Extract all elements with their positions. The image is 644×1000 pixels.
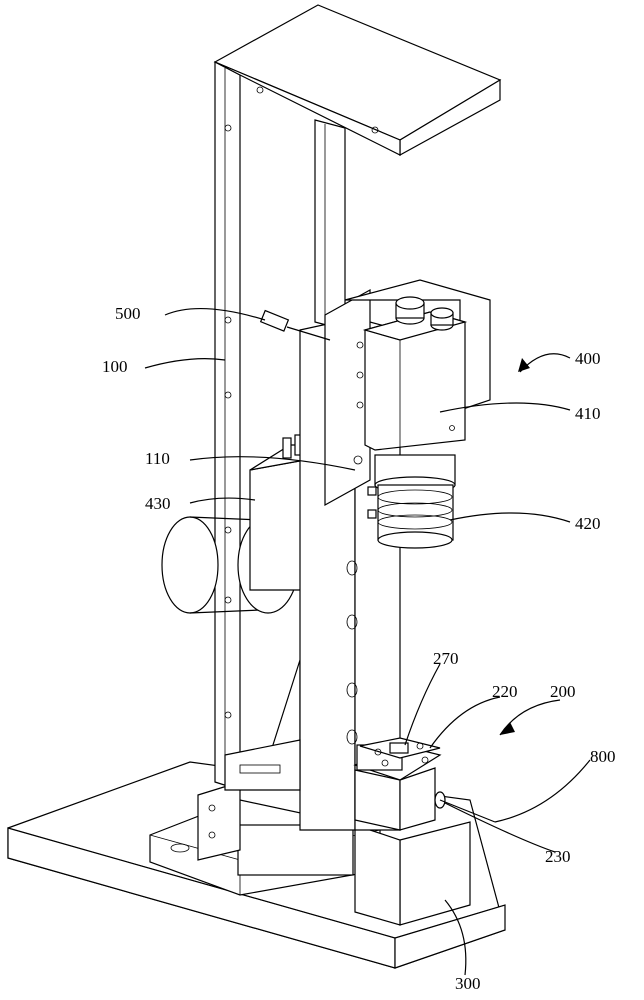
- mount-plate-110: [325, 290, 370, 505]
- lens-420: [368, 455, 455, 548]
- label-420: 420: [575, 515, 601, 532]
- label-410: 410: [575, 405, 601, 422]
- label-270: 270: [433, 650, 459, 667]
- label-220: 220: [492, 683, 518, 700]
- label-300: 300: [455, 975, 481, 992]
- block-300: [355, 822, 470, 925]
- top-bracket: [215, 5, 500, 155]
- arrow-head-400: [518, 358, 530, 372]
- label-500: 500: [115, 305, 141, 322]
- label-430: 430: [145, 495, 171, 512]
- label-400: 400: [575, 350, 601, 367]
- label-230: 230: [545, 848, 571, 865]
- label-100: 100: [102, 358, 128, 375]
- label-110: 110: [145, 450, 170, 467]
- arrow-head-200: [500, 722, 515, 735]
- label-200: 200: [550, 683, 576, 700]
- label-800: 800: [590, 748, 616, 765]
